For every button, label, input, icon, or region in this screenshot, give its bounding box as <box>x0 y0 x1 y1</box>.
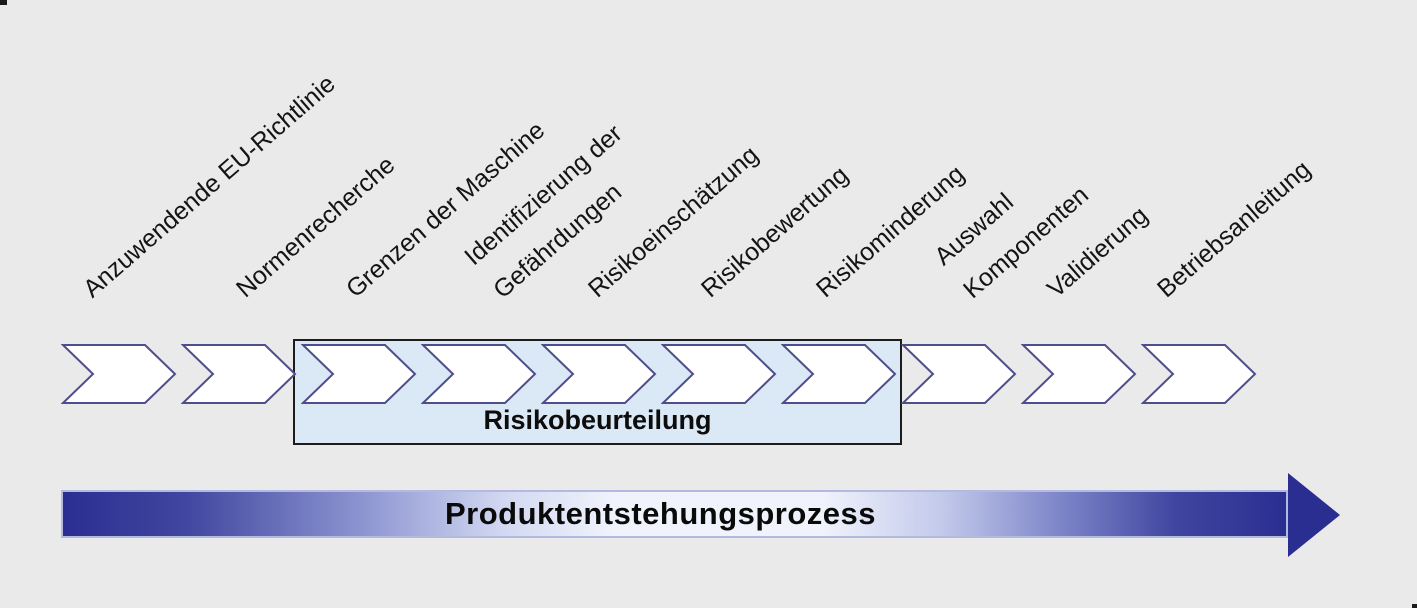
chevron-step-10 <box>1141 344 1257 404</box>
chevron-step-7 <box>781 344 897 404</box>
chevron-step-5 <box>541 344 657 404</box>
chevron-step-4 <box>421 344 537 404</box>
chevron-step-2 <box>181 344 297 404</box>
step-label-1: Anzuwendende EU-Richtlinie <box>77 69 341 304</box>
corner-artifact-bottomright <box>1412 604 1417 608</box>
chevron-step-9 <box>1021 344 1137 404</box>
chevron-step-8 <box>901 344 1017 404</box>
risk-assessment-box-label: Risikobeurteilung <box>483 405 712 435</box>
chevron-step-1 <box>61 344 177 404</box>
step-label-10: Betriebsanleitung <box>1151 155 1317 304</box>
product-process-arrow-body: Produktentstehungsprozess <box>61 490 1288 538</box>
chevron-step-6 <box>661 344 777 404</box>
product-process-arrow-head-icon <box>1288 473 1340 557</box>
product-process-arrow-label: Produktentstehungsprozess <box>444 496 877 531</box>
corner-artifact-topleft <box>0 0 7 5</box>
chevron-step-3 <box>301 344 417 404</box>
